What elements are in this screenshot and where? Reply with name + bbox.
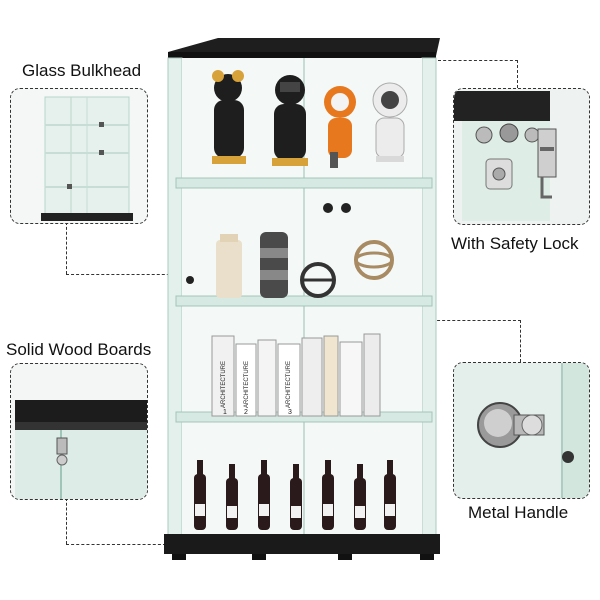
solid-wood-detail	[11, 364, 147, 499]
book-spine-b: ARCHITECTURE	[244, 361, 250, 408]
book-spine-c: ARCHITECTURE	[286, 361, 292, 408]
book-row	[211, 333, 381, 417]
book-volume-1: 1	[223, 409, 227, 416]
label-safety-lock: With Safety Lock	[451, 234, 579, 253]
decor-vases	[216, 232, 394, 298]
leader-line-lock-top	[438, 60, 518, 61]
safety-lock-detail	[454, 89, 589, 224]
label-glass-bulkhead: Glass Bulkhead	[22, 61, 142, 80]
leader-line-wood-h	[66, 544, 166, 545]
glass-bulkhead-detail	[11, 89, 147, 223]
label-solid-wood: Solid Wood Boards	[6, 340, 152, 359]
book-volume-2: 2	[244, 409, 248, 416]
callout-solid-wood	[10, 363, 148, 500]
display-cabinet: ARCHITECTURE ARCHITECTURE ARCHITECTURE 1…	[164, 38, 440, 560]
figure-helmet-bear	[272, 75, 308, 166]
metal-handle-detail	[454, 363, 589, 498]
callout-metal-handle	[453, 362, 590, 499]
figure-orange-astronaut	[324, 86, 356, 168]
leader-line-handle-v2	[520, 320, 521, 362]
figure-black-bear	[212, 70, 246, 164]
book-volume-3: 3	[288, 409, 292, 416]
leader-line-lock-v	[517, 60, 518, 88]
leader-line-bulkhead	[66, 222, 67, 274]
leader-line-wood-v	[66, 498, 67, 544]
label-metal-handle: Metal Handle	[468, 503, 569, 522]
leader-line-bulkhead-h	[66, 274, 190, 275]
callout-glass-bulkhead	[10, 88, 148, 224]
figure-white-astronaut	[372, 82, 408, 162]
book-spine-a: ARCHITECTURE	[221, 361, 227, 408]
callout-safety-lock	[453, 88, 590, 225]
